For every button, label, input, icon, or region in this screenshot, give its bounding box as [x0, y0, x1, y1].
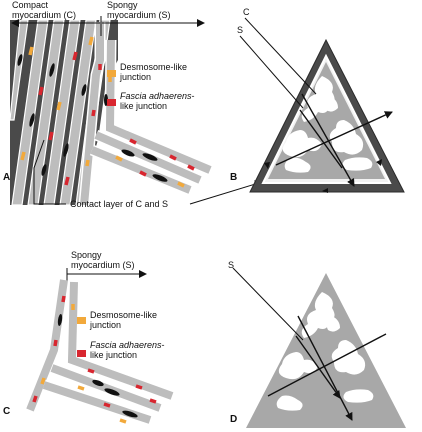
- compact-label-line2: myocardium (C): [12, 10, 76, 20]
- panel-d: S D: [228, 260, 406, 428]
- panel-c: Spongy myocardium (S): [3, 250, 174, 426]
- panel-d-letter: D: [230, 414, 237, 425]
- b-diagonal-arrows: [275, 93, 393, 187]
- legend-fascia-icon: [107, 99, 116, 106]
- trabecular-lumens-b: [282, 76, 373, 173]
- b-c-pointer: [244, 17, 317, 95]
- b-label-c: C: [243, 7, 250, 17]
- trabecular-lumens-d: [276, 292, 374, 411]
- c-legend-desmosome-line2: junction: [89, 320, 121, 330]
- c-spongy-label-line1: Spongy: [71, 250, 102, 260]
- compact-nuclei: [17, 54, 87, 176]
- contact-layer-callout: Contact layer of C and S: [33, 139, 263, 209]
- spongy-fibers-c: [24, 279, 174, 426]
- d-label-s: S: [228, 260, 234, 270]
- c-legend-fascia-icon: [77, 350, 86, 357]
- legend-fascia-line1: Fascia adhaerens-: [120, 91, 195, 101]
- d-diagonal-arrows: [267, 315, 387, 421]
- c-legend-desmosome-icon: [77, 317, 86, 324]
- legend-desmosome-line1: Desmosome-like: [120, 62, 187, 72]
- panel-c-letter: C: [3, 406, 10, 417]
- legend-desmosome-line2: junction: [119, 72, 151, 82]
- c-legend-fascia-line2: like junction: [90, 350, 137, 360]
- legend-fascia-line2: like junction: [120, 101, 167, 111]
- b-perimeter-arrows: [264, 159, 382, 193]
- legend-desmosome-icon: [107, 70, 116, 77]
- spongy-label-line1: Spongy: [107, 0, 138, 10]
- compact-junctions: [20, 36, 94, 186]
- spongy-label-line2: myocardium (S): [107, 10, 171, 20]
- compact-label-line1: Compact: [12, 0, 49, 10]
- c-legend-desmosome-line1: Desmosome-like: [90, 310, 157, 320]
- panel-b-letter: B: [230, 172, 237, 183]
- triangle-spongy-d: [246, 273, 406, 428]
- b-label-s: S: [237, 25, 243, 35]
- panel-b: C S B: [230, 7, 405, 193]
- d-s-pointer: [232, 267, 304, 341]
- contact-layer-label: Contact layer of C and S: [70, 199, 168, 209]
- panel-a-letter: A: [3, 172, 10, 183]
- c-spongy-label-line2: myocardium (S): [71, 260, 135, 270]
- c-legend-fascia-line1: Fascia adhaerens-: [90, 340, 165, 350]
- spongy-fibers-a: [78, 22, 213, 206]
- b-s-pointer: [239, 35, 304, 109]
